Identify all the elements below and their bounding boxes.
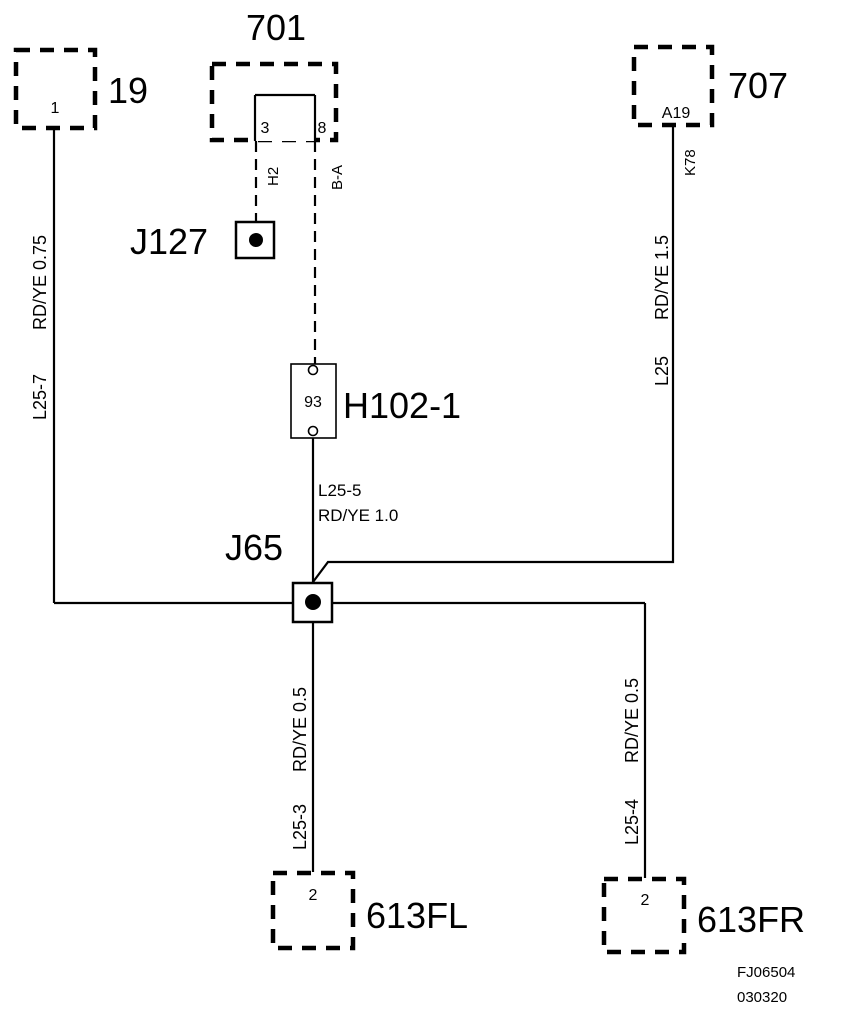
- connector-h102: 93 H102-1: [290, 363, 461, 439]
- component-613fl-label: 613FL: [366, 895, 468, 936]
- wire-h102-id: L25-5: [318, 481, 361, 500]
- component-613fl-pin: 2: [309, 887, 318, 904]
- wire-613fr-spec: RD/YE 0.5: [622, 678, 642, 763]
- wire-613fl-id: L25-3: [290, 804, 310, 850]
- wire-h102-spec: RD/YE 1.0: [318, 506, 398, 525]
- component-701-housing: [209, 61, 339, 143]
- h102-box: [290, 363, 337, 439]
- component-613fl: 2 613FL: [270, 870, 468, 951]
- component-613fr: 2 613FR: [601, 876, 805, 955]
- connector-j127: J127: [130, 220, 276, 262]
- wire-19-spec: RD/YE 0.75: [30, 235, 50, 330]
- j65-label: J65: [225, 527, 283, 568]
- h102-pin: 93: [304, 394, 322, 411]
- wire-613fr-id: L25-4: [622, 799, 642, 845]
- footer-code: FJ06504: [737, 964, 795, 981]
- h102-label: H102-1: [343, 385, 461, 426]
- component-707-pin: A19: [662, 105, 691, 122]
- component-701: 701 3 8: [209, 7, 339, 143]
- component-19-label: 19: [108, 70, 148, 111]
- connector-j65: J65: [225, 527, 334, 624]
- component-707: A19 707: [631, 44, 788, 128]
- wire-707-spec: RD/YE 1.5: [652, 235, 672, 320]
- component-19: 1 19: [13, 47, 148, 131]
- component-707-housing: [631, 44, 715, 128]
- j127-dot: [249, 233, 263, 247]
- wire-707: [312, 126, 675, 583]
- component-701-pin-right: 8: [318, 120, 327, 137]
- wire-19-id: L25-7: [30, 374, 50, 420]
- wire-613fl-spec: RD/YE 0.5: [290, 687, 310, 772]
- component-701-label: 701: [246, 7, 306, 48]
- component-613fr-housing: [601, 876, 687, 955]
- j127-label: J127: [130, 221, 208, 262]
- wire-707-pin-code: K78: [682, 149, 699, 176]
- component-701-pin-left: 3: [261, 120, 270, 137]
- component-19-housing: [13, 47, 98, 131]
- wire-707-id: L25: [652, 356, 672, 386]
- wire-701-left-code: H2: [265, 167, 282, 186]
- component-613fl-housing: [270, 870, 356, 951]
- wire-701-right-code: B-A: [329, 165, 346, 190]
- component-707-label: 707: [728, 65, 788, 106]
- component-613fr-label: 613FR: [697, 899, 805, 940]
- footer-date: 030320: [737, 989, 787, 1006]
- j65-dot: [305, 594, 321, 610]
- component-613fr-pin: 2: [641, 892, 650, 909]
- component-19-pin: 1: [51, 100, 60, 117]
